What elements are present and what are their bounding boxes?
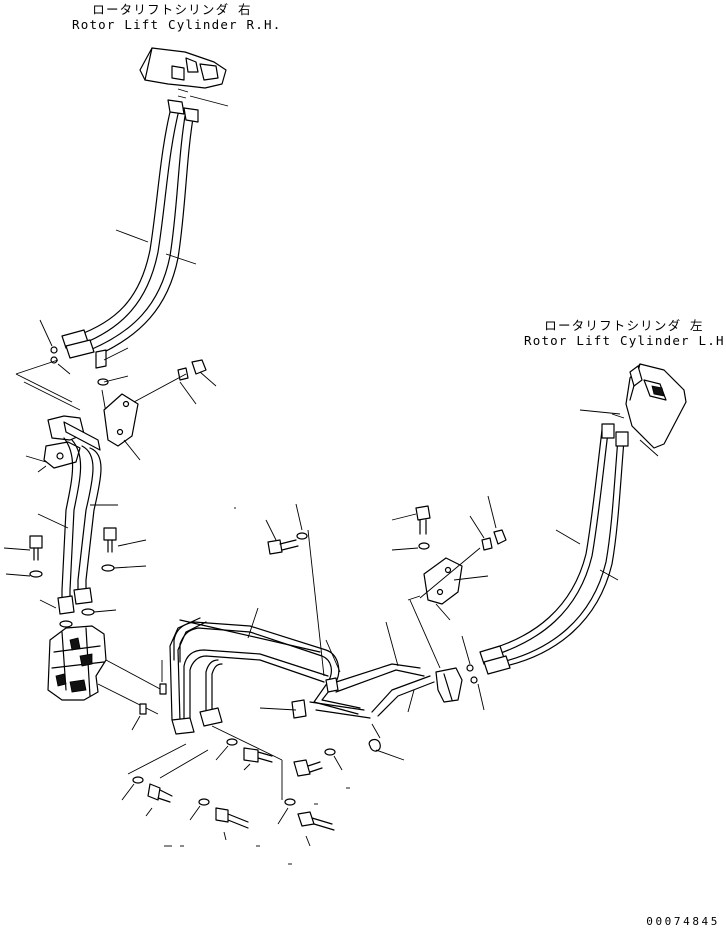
main-valve-block bbox=[47, 625, 163, 715]
center-connectors bbox=[131, 660, 167, 731]
left-cylinder-label-jp: ロータリフトシリンダ 左 bbox=[544, 318, 704, 333]
left-bolts bbox=[3, 527, 147, 628]
lower-bolts bbox=[121, 725, 350, 865]
pipe-clamps bbox=[171, 677, 405, 761]
left-cylinder-label-en: Rotor Lift Cylinder L.H. bbox=[524, 333, 726, 348]
left-hose-pair bbox=[479, 423, 629, 675]
upper-bracket bbox=[103, 359, 217, 461]
right-cylinder-label-en: Rotor Lift Cylinder R.H. bbox=[72, 17, 282, 32]
upper-left-fittings bbox=[15, 319, 129, 437]
vertical-pipes-left bbox=[37, 437, 118, 605]
left-cylinder-label: ロータリフトシリンダ 左 Rotor Lift Cylinder L.H. bbox=[524, 318, 726, 348]
left-lift-cylinder bbox=[579, 363, 687, 457]
drawing-number: 00074845 bbox=[646, 915, 720, 928]
center-top-bolts bbox=[234, 503, 325, 677]
upper-valve-block bbox=[25, 415, 101, 473]
right-cylinder-label: ロータリフトシリンダ 右 Rotor Lift Cylinder R.H. bbox=[72, 2, 282, 32]
right-cylinder-label-jp: ロータリフトシリンダ 右 bbox=[92, 2, 252, 17]
right-lift-cylinder bbox=[139, 47, 229, 107]
right-hose-pair bbox=[61, 99, 199, 359]
right-elbow-fitting bbox=[435, 635, 485, 711]
right-bracket bbox=[391, 495, 507, 669]
center-pipe-assembly bbox=[169, 607, 435, 725]
